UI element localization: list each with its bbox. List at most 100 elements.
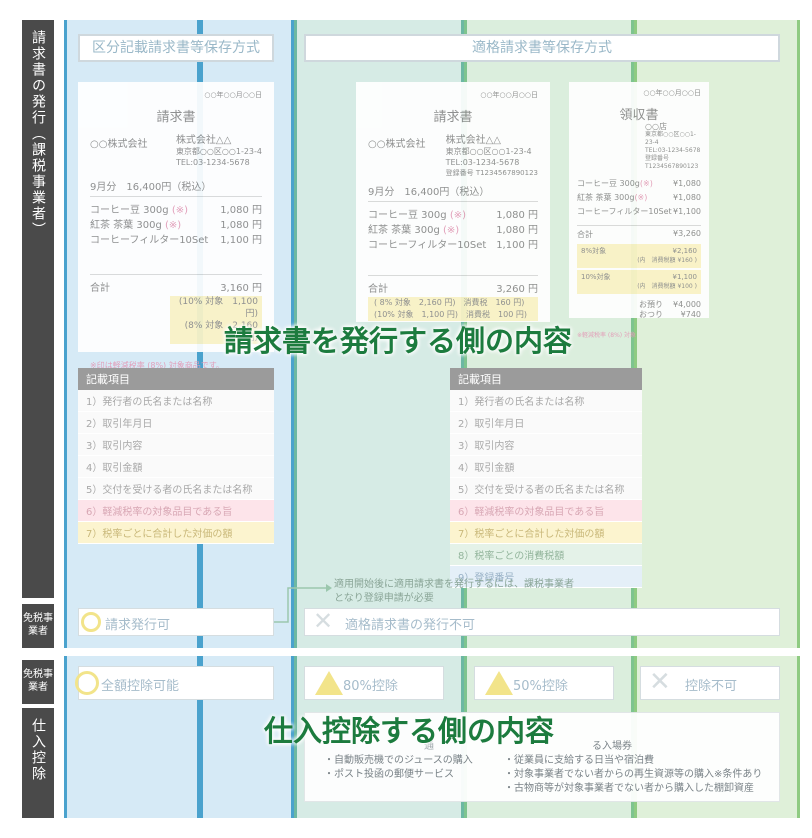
exception-item: ・自動販売機でのジュースの購入 (324, 755, 473, 766)
receipt-note: ※軽減税率 (8%) 対象 (577, 332, 637, 339)
receipt-change: おつり (639, 310, 663, 319)
receipt-row: コーヒーフィルター10Set¥1,100 (577, 205, 701, 219)
items-left-row: 5）交付を受ける者の氏名または名称 (78, 478, 274, 500)
receipt-row-price: ¥1,080 (673, 193, 701, 202)
receipt-change-v: ¥740 (680, 310, 701, 319)
exception-item: ・古物商等が対象事業者でない者から購入した棚卸資産 (504, 783, 754, 794)
receipt-total-label: 合計 (577, 230, 593, 239)
receipt-row-price: ¥1,080 (673, 179, 701, 188)
receipt-t10v: ¥1,100 (672, 273, 698, 281)
circle-icon (81, 612, 101, 632)
receipt-t8tax: (内 消費税額 ¥160 ) (637, 257, 697, 264)
items-right-row: 5）交付を受ける者の氏名または名称 (450, 478, 642, 500)
invoice-right-row: コーヒーフィルター10Set 1,100 円 (368, 238, 538, 253)
exceptions-box (304, 712, 780, 802)
items-left-row: 3）取引内容 (78, 434, 274, 456)
receipt-row-price: ¥1,100 (673, 207, 701, 216)
items-left-row: 1）発行者の氏名または名称 (78, 390, 274, 412)
receipt-addr: 東京都○○区○○1-23-4 (645, 131, 696, 146)
items-right-row: 6）軽減税率の対象品目である旨 (450, 500, 642, 522)
receipt-row-name: 紅茶 茶葉 300g (577, 193, 635, 202)
receipt-row: コーヒー豆 300g(※)¥1,080 (577, 177, 701, 191)
invoice-right-date: ○○年○○月○○日 (480, 91, 538, 99)
items-right-row: 8）税率ごとの消費税額 (450, 544, 642, 566)
receipt-t8v: ¥2,160 (672, 247, 698, 255)
invoice-left-row-name: コーヒー豆 300g (90, 205, 169, 216)
invoice-left-row-price: 1,100 円 (220, 235, 262, 246)
invoice-right-row-price: 1,080 円 (496, 210, 538, 221)
invoice-left-from-name: 株式会社△△ (175, 135, 232, 146)
receipt-date: ○○年○○月○○日 (643, 89, 701, 97)
reduced-tax-mark: (※) (171, 205, 188, 216)
items-left-row: 7）税率ごとに合計した対価の額 (78, 522, 274, 544)
invoice-right-row-price: 1,100 円 (496, 240, 538, 251)
exception-item: る入場券 (592, 741, 632, 752)
items-right-row: 2）取引年月日 (450, 412, 642, 434)
invoice-left-from-tel: TEL:03-1234-5678 (175, 158, 250, 167)
invoice-right-total-label: 合計 (368, 284, 388, 295)
exceptions-left-partial: 通 (424, 741, 434, 752)
issue-note: 適用開始後に適用請求書を発行するには、課税事業者となり登録申請が必要 (334, 579, 574, 604)
items-right-title: 記載項目 (450, 368, 642, 390)
receipt-tel: TEL:03-1234-5678 (645, 147, 701, 154)
side-label-purchase: 仕入控除 (22, 708, 54, 818)
items-left-title: 記載項目 (78, 368, 274, 390)
invoice-left-row: コーヒー豆 300g (※) 1,080 円 (90, 203, 262, 218)
exception-item: ・従業員に支給する日当や宿泊費 (504, 755, 654, 766)
items-right-row: 7）税率ごとに合計した対価の額 (450, 522, 642, 544)
items-left: 記載項目 1）発行者の氏名または名称 2）取引年月日 3）取引内容 4）取引金額… (78, 368, 274, 544)
deduct-none-label: 控除不可 (685, 679, 738, 694)
circle-icon (75, 671, 99, 695)
arrow-connector (274, 584, 332, 623)
receipt-t8: 8%対象 (581, 247, 607, 255)
invoice-left-sub2: (8% 対象 2,160 円) (184, 321, 258, 343)
header-right: 適格請求書等保存方式 (304, 34, 780, 62)
invoice-right-row-name: 紅茶 茶葉 300g (368, 225, 440, 236)
invoice-right-title: 請求書 (433, 110, 473, 125)
invoice-right-row-price: 1,080 円 (496, 225, 538, 236)
triangle-icon (485, 671, 513, 695)
receipt-shop: ○○店 (645, 122, 667, 131)
invoice-right-period: 9月分 16,400円（税込） (368, 183, 538, 202)
items-right-row: 4）取引金額 (450, 456, 642, 478)
items-left-row: 2）取引年月日 (78, 412, 274, 434)
invoice-right-row: コーヒー豆 300g (※) 1,080 円 (368, 208, 538, 223)
invoice-right-from-addr: 東京都○○区○○1-23-4 (445, 147, 532, 156)
invoice-right: ○○年○○月○○日 請求書 ○○株式会社 株式会社△△ 東京都○○区○○1-23… (356, 82, 550, 322)
deduct-80-label: 80%控除 (343, 679, 398, 694)
issue-ng-box: ✕ 適格請求書の発行不可 (304, 607, 780, 636)
items-left-row: 6）軽減税率の対象品目である旨 (78, 500, 274, 522)
triangle-icon (315, 671, 343, 695)
exceptions-right: る入場券 ・従業員に支給する日当や宿泊費 ・対象事業者でない者からの再生資源等の… (504, 740, 762, 796)
receipt-title: 領収書 (619, 108, 659, 123)
invoice-right-sub1: ( 8% 対象 2,160 円) 消費税 160 円) (374, 298, 525, 307)
reduced-tax-mark: (※) (164, 220, 182, 231)
side-label-purchase-text: 仕入控除 (30, 718, 46, 782)
overlay-issuer-title: 請求書を発行する側の内容 (224, 324, 573, 358)
invoice-left-total: 3,160 円 (220, 283, 262, 294)
cross-icon: ✕ (649, 667, 671, 697)
invoice-left-row-price: 1,080 円 (220, 220, 262, 231)
invoice-right-from-name: 株式会社△△ (445, 135, 501, 146)
items-right-row: 1）発行者の氏名または名称 (450, 390, 642, 412)
receipt-total: ¥3,260 (673, 229, 701, 238)
invoice-right-to: ○○株式会社 (368, 139, 426, 150)
reduced-tax-mark: (※) (639, 179, 653, 188)
invoice-left-from-addr: 東京都○○区○○1-23-4 (175, 147, 262, 156)
invoice-left-row-price: 1,080 円 (220, 205, 262, 216)
reduced-tax-mark: (※) (449, 210, 466, 221)
items-right-row: 3）取引内容 (450, 434, 642, 456)
reduced-tax-mark: (※) (442, 225, 460, 236)
invoice-left-note: ※印は軽減税率 (8%) 対象商品です。 (90, 361, 224, 370)
side-label-tax-exempt-2-text: 免税事業者 (23, 669, 53, 693)
issue-ok-box: 請求発行可 (78, 608, 274, 636)
side-label-tax-exempt: 免税事業者 (22, 604, 54, 648)
invoice-left-period: 9月分 16,400円（税込） (90, 178, 262, 197)
exception-item: ・ポスト投函の郵便サービス (324, 769, 454, 780)
invoice-right-reg: 登録番号 T1234567890123 (445, 169, 538, 177)
reduced-tax-mark: (※) (634, 193, 648, 202)
invoice-right-row-name: コーヒー豆 300g (368, 210, 447, 221)
invoice-right-row-name: コーヒーフィルター10Set (368, 240, 487, 251)
deduct-full-box: 全額控除可能 (75, 666, 274, 700)
